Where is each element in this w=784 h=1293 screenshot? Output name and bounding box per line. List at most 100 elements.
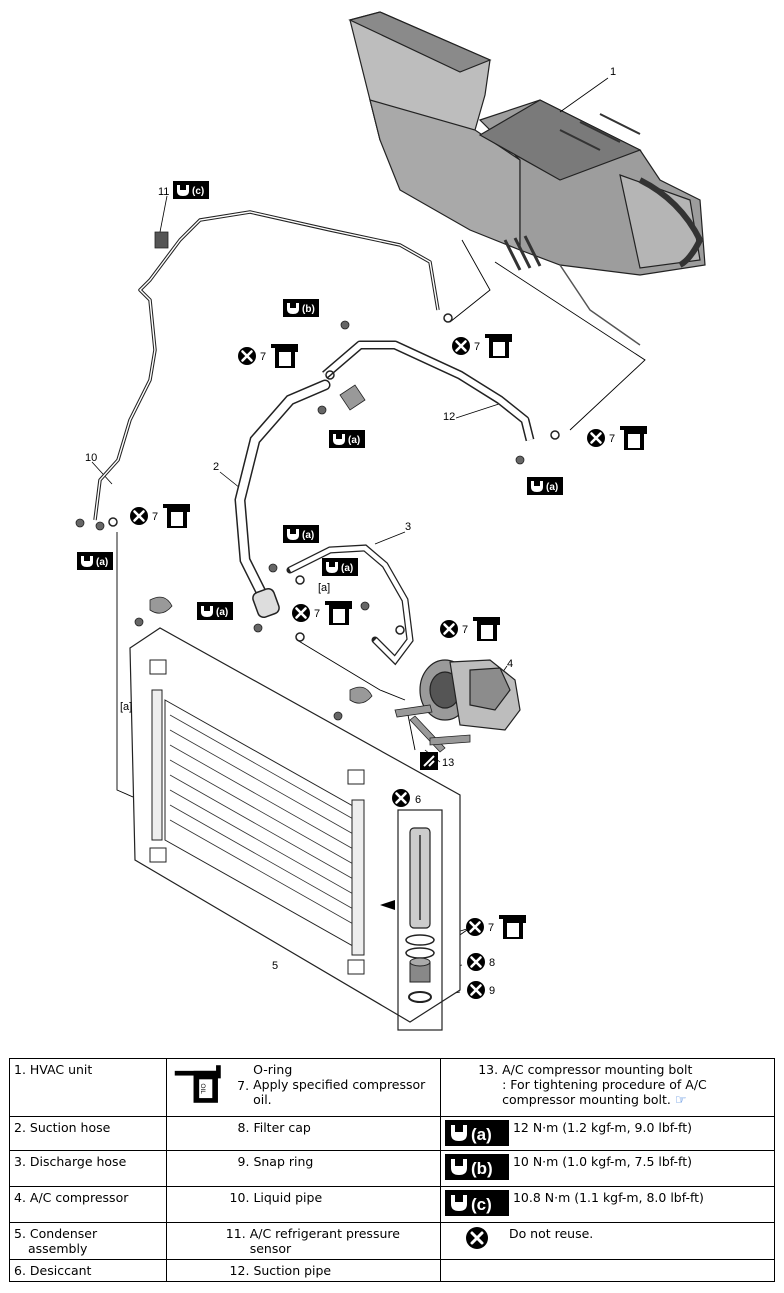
torque-badge-a: (a) (527, 477, 563, 495)
legend-item-liquid-pipe: 10.Liquid pipe (166, 1186, 441, 1223)
legend-item-snap-ring: 9.Snap ring (166, 1150, 441, 1187)
reference-a-2: [a] (318, 582, 330, 594)
callout-12: 12 (443, 411, 455, 423)
snap-ring (408, 991, 432, 1003)
o-ring (295, 575, 305, 585)
oil-can-icon (620, 426, 647, 450)
reference-a-1: [a] (120, 701, 132, 713)
svg-text:7: 7 (462, 624, 468, 636)
filter-cap (409, 957, 431, 983)
torque-badge-c: (c) (173, 181, 209, 199)
wrench-icon: (c) (444, 1190, 509, 1216)
marker-8: 8 (465, 951, 495, 973)
callout-10: 10 (85, 452, 97, 464)
legend-empty-cell (439, 1259, 776, 1282)
table-row: 4. A/C compressor 10.Liquid pipe (c) 10.… (8, 1186, 776, 1223)
svg-text:7: 7 (488, 922, 494, 934)
svg-text:OIL: OIL (199, 1083, 206, 1094)
desiccant (397, 809, 443, 1031)
ac-compressor (419, 659, 521, 731)
svg-text:(c): (c) (471, 1195, 492, 1214)
torque-badge-a: (a) (197, 602, 233, 620)
oil-can-icon (485, 334, 512, 358)
callout-1: 1 (610, 66, 616, 78)
oil-can-icon (473, 617, 500, 641)
marker-7-c: 7 (585, 426, 647, 450)
do-not-reuse-icon (465, 1227, 488, 1249)
liquid-pipe (93, 210, 440, 521)
marker-7-b: 7 (450, 334, 512, 358)
legend-item-torque-a: (a) 12 N·m (1.2 kgf-m, 9.0 lbf-ft) (439, 1116, 776, 1151)
svg-text:(a): (a) (341, 563, 353, 574)
torque-badge-a: (a) (77, 552, 113, 570)
svg-text:(a): (a) (96, 557, 108, 568)
svg-text:7: 7 (314, 608, 320, 620)
callout-5: 5 (272, 960, 278, 972)
torque-badge-a: (a) (283, 525, 319, 543)
callout-3: 3 (405, 521, 411, 533)
tightening-procedure-icon (420, 752, 438, 770)
table-row: 1. HVAC unit OIL 7. O-ring Apply specifi… (8, 1058, 776, 1117)
legend-item-filter-cap: 8.Filter cap (166, 1116, 441, 1151)
legend-item-desiccant: 6. Desiccant (8, 1259, 168, 1282)
svg-text:(a): (a) (471, 1125, 492, 1144)
legend-item-discharge-hose: 3. Discharge hose (8, 1150, 168, 1187)
oil-can-icon (499, 915, 526, 939)
o-ring (108, 517, 118, 527)
oil-can-icon (325, 601, 352, 625)
svg-text:(a): (a) (216, 607, 228, 618)
svg-text:(a): (a) (348, 435, 360, 446)
svg-text:(b): (b) (302, 304, 315, 315)
svg-text:(c): (c) (192, 186, 204, 197)
marker-6 (390, 787, 412, 809)
callout-2: 2 (213, 461, 219, 473)
table-row: 3. Discharge hose 9.Snap ring (b) 10 N·m… (8, 1150, 776, 1187)
callout-6: 6 (415, 794, 421, 806)
table-row: 6. Desiccant 12.Suction pipe (8, 1259, 776, 1282)
bolts (75, 231, 525, 753)
marker-7-a: 7 (236, 344, 298, 368)
torque-badge-a: (a) (322, 558, 358, 576)
legend-item-torque-b: (b) 10 N·m (1.0 kgf-m, 7.5 lbf-ft) (439, 1150, 776, 1187)
o-ring (405, 934, 435, 946)
reference-link-icon[interactable]: ☞ (674, 1093, 687, 1108)
marker-7-d: 7 (128, 504, 190, 528)
callout-13: 13 (442, 757, 454, 769)
o-ring (295, 632, 305, 642)
marker-7-e: 7 (290, 601, 352, 625)
legend-item-suction-pipe: 12.Suction pipe (166, 1259, 441, 1282)
condenser-assembly (129, 627, 461, 1023)
legend-item-o-ring: OIL 7. O-ring Apply specified compressor… (166, 1058, 441, 1117)
legend-item-torque-c: (c) 10.8 N·m (1.1 kgf-m, 8.0 lbf-ft) (439, 1186, 776, 1223)
svg-text:7: 7 (152, 511, 158, 523)
legend-item-suction-hose: 2. Suction hose (8, 1116, 168, 1151)
o-ring (550, 430, 560, 440)
svg-text:(a): (a) (546, 482, 558, 493)
legend-item-pressure-sensor: 11.A/C refrigerant pressure sensor (166, 1222, 441, 1260)
hvac-unit (348, 11, 706, 346)
svg-text:9: 9 (489, 985, 495, 997)
marker-9: 9 (465, 979, 495, 1001)
o-ring (325, 370, 335, 380)
marker-7-f: 7 (438, 617, 500, 641)
svg-text:7: 7 (474, 341, 480, 353)
legend-item-mounting-bolt: 13. A/C compressor mounting bolt : For t… (439, 1058, 776, 1117)
svg-text:8: 8 (489, 957, 495, 969)
callout-11: 11 (158, 186, 169, 198)
marker-7-g: 7 (464, 915, 526, 939)
oil-can-icon (163, 504, 190, 528)
legend-item-ac-compressor: 4. A/C compressor (8, 1186, 168, 1223)
svg-text:(a): (a) (302, 530, 314, 541)
guide-lines (116, 239, 646, 801)
torque-badge-b: (b) (283, 299, 319, 317)
o-ring (443, 313, 453, 323)
oil-can-icon (271, 344, 298, 368)
svg-text:(b): (b) (471, 1159, 493, 1178)
torque-badge-a: (a) (329, 430, 365, 448)
wrench-icon: (b) (444, 1154, 509, 1180)
callout-4: 4 (507, 658, 513, 670)
table-row: 2. Suction hose 8.Filter cap (a) 12 N·m … (8, 1116, 776, 1151)
o-ring (395, 625, 405, 635)
